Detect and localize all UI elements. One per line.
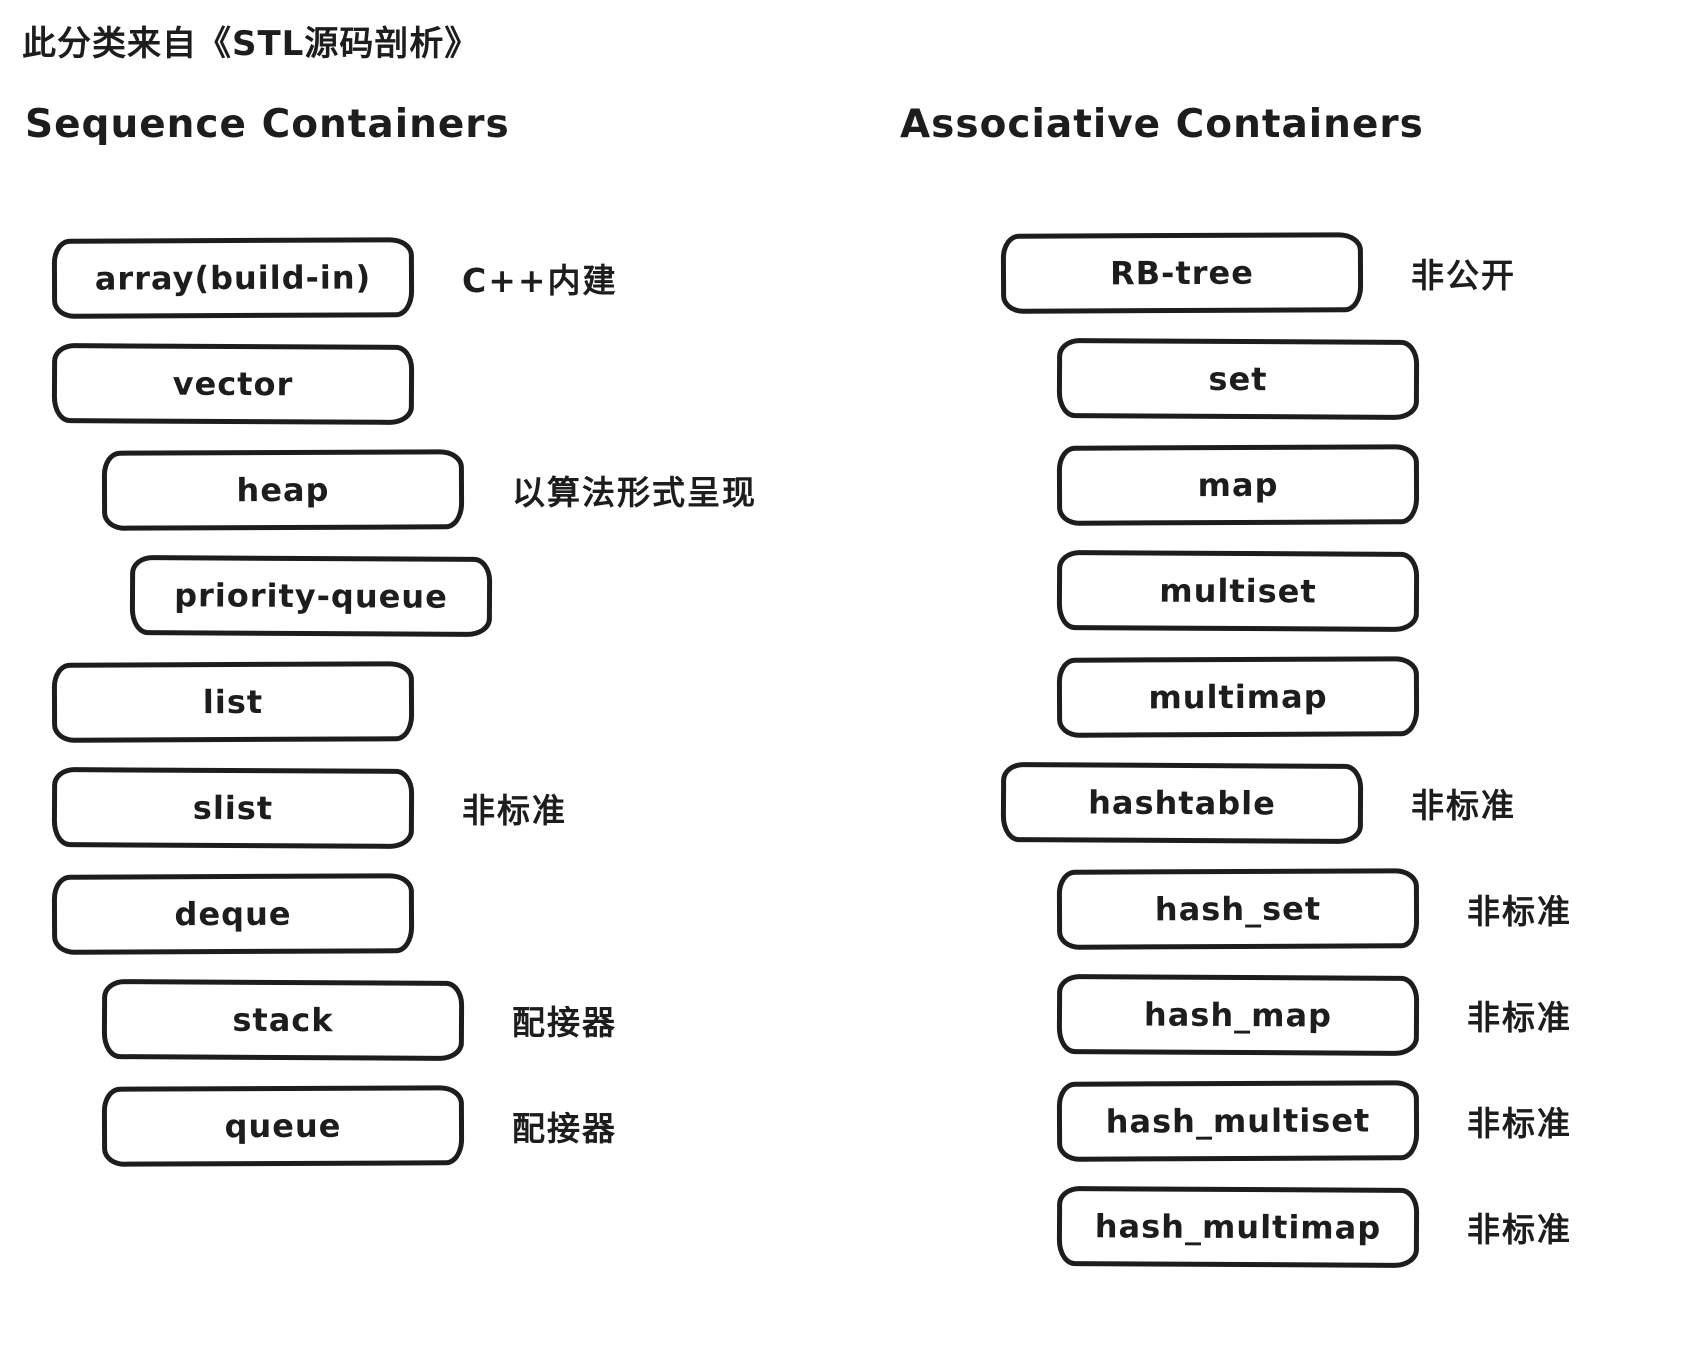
container-label: hash_multiset <box>1105 1101 1371 1141</box>
container-row: multiset <box>1001 550 1572 632</box>
container-label: priority-queue <box>174 576 448 616</box>
container-row: multimap <box>1001 656 1572 738</box>
container-box: queue <box>101 1085 465 1167</box>
container-label: heap <box>236 470 330 510</box>
container-label: hash_set <box>1154 889 1322 929</box>
container-annotation: 非标准 <box>1467 1210 1572 1249</box>
container-box: slist <box>51 767 415 849</box>
container-box: deque <box>51 873 415 955</box>
container-row: hash_multimap 非标准 <box>1001 1186 1572 1268</box>
container-label: vector <box>172 364 294 404</box>
container-row: stack 配接器 <box>44 979 757 1061</box>
column-header-associative: Associative Containers <box>900 102 1424 147</box>
container-label: multimap <box>1148 677 1328 717</box>
container-annotation: 非标准 <box>1467 1104 1572 1143</box>
container-box: hashtable <box>1000 762 1364 844</box>
container-row: map <box>1001 444 1572 526</box>
container-label: set <box>1208 359 1268 399</box>
container-row: vector <box>44 343 757 425</box>
container-label: map <box>1197 465 1279 505</box>
container-row: set <box>1001 338 1572 420</box>
container-label: hash_multimap <box>1094 1207 1382 1247</box>
container-row: priority-queue <box>44 555 757 637</box>
container-box: hash_set <box>1056 868 1420 950</box>
container-box: priority-queue <box>129 555 493 637</box>
container-box: vector <box>51 343 415 425</box>
container-label: multiset <box>1159 571 1317 611</box>
container-box: set <box>1056 338 1420 420</box>
container-row: deque <box>44 873 757 955</box>
container-label: queue <box>224 1106 342 1146</box>
container-annotation: 配接器 <box>512 1109 617 1148</box>
container-row: list <box>44 661 757 743</box>
container-row: RB-tree 非公开 <box>1000 232 1572 314</box>
container-row: queue 配接器 <box>44 1085 757 1167</box>
container-box: hash_multiset <box>1056 1080 1420 1162</box>
container-label: deque <box>174 894 292 934</box>
container-annotation: 非标准 <box>1411 786 1516 825</box>
container-row: hash_map 非标准 <box>1001 974 1572 1056</box>
container-box: list <box>51 661 415 743</box>
container-box: RB-tree <box>1000 232 1364 314</box>
container-annotation: 非标准 <box>1467 892 1572 931</box>
column-header-sequence: Sequence Containers <box>25 102 510 147</box>
container-row: hash_set 非标准 <box>1001 868 1572 950</box>
container-row: array(build-in) C++内建 <box>44 237 757 319</box>
container-box: heap <box>101 449 465 531</box>
container-box: array(build-in) <box>51 237 415 319</box>
container-annotation: 非标准 <box>1467 998 1572 1037</box>
container-label: hashtable <box>1088 783 1276 823</box>
container-row: hash_multiset 非标准 <box>1001 1080 1572 1162</box>
container-label: hash_map <box>1143 995 1333 1035</box>
container-box: multimap <box>1056 656 1420 738</box>
container-annotation: C++内建 <box>462 261 618 300</box>
container-row: slist 非标准 <box>44 767 757 849</box>
container-annotation: 非标准 <box>462 791 567 830</box>
container-label: slist <box>192 788 274 828</box>
container-annotation: 以算法形式呈现 <box>512 473 757 512</box>
container-box: map <box>1056 444 1420 526</box>
container-row: hashtable 非标准 <box>1000 762 1572 844</box>
container-box: stack <box>101 979 465 1061</box>
associative-containers-list: RB-tree 非公开 set map multiset multimap ha… <box>1000 232 1572 1293</box>
container-box: hash_multimap <box>1056 1186 1420 1268</box>
container-annotation: 配接器 <box>512 1003 617 1042</box>
diagram-title: 此分类来自《STL源码剖析》 <box>22 24 480 64</box>
container-box: hash_map <box>1056 974 1420 1056</box>
container-label: RB-tree <box>1110 253 1254 293</box>
container-annotation: 非公开 <box>1411 256 1516 295</box>
container-label: list <box>202 682 264 722</box>
container-label: stack <box>232 1000 334 1040</box>
container-label: array(build-in) <box>94 258 372 298</box>
container-row: heap 以算法形式呈现 <box>44 449 757 531</box>
container-box: multiset <box>1056 550 1420 632</box>
sequence-containers-list: array(build-in) C++内建 vector heap 以算法形式呈… <box>44 237 757 1192</box>
